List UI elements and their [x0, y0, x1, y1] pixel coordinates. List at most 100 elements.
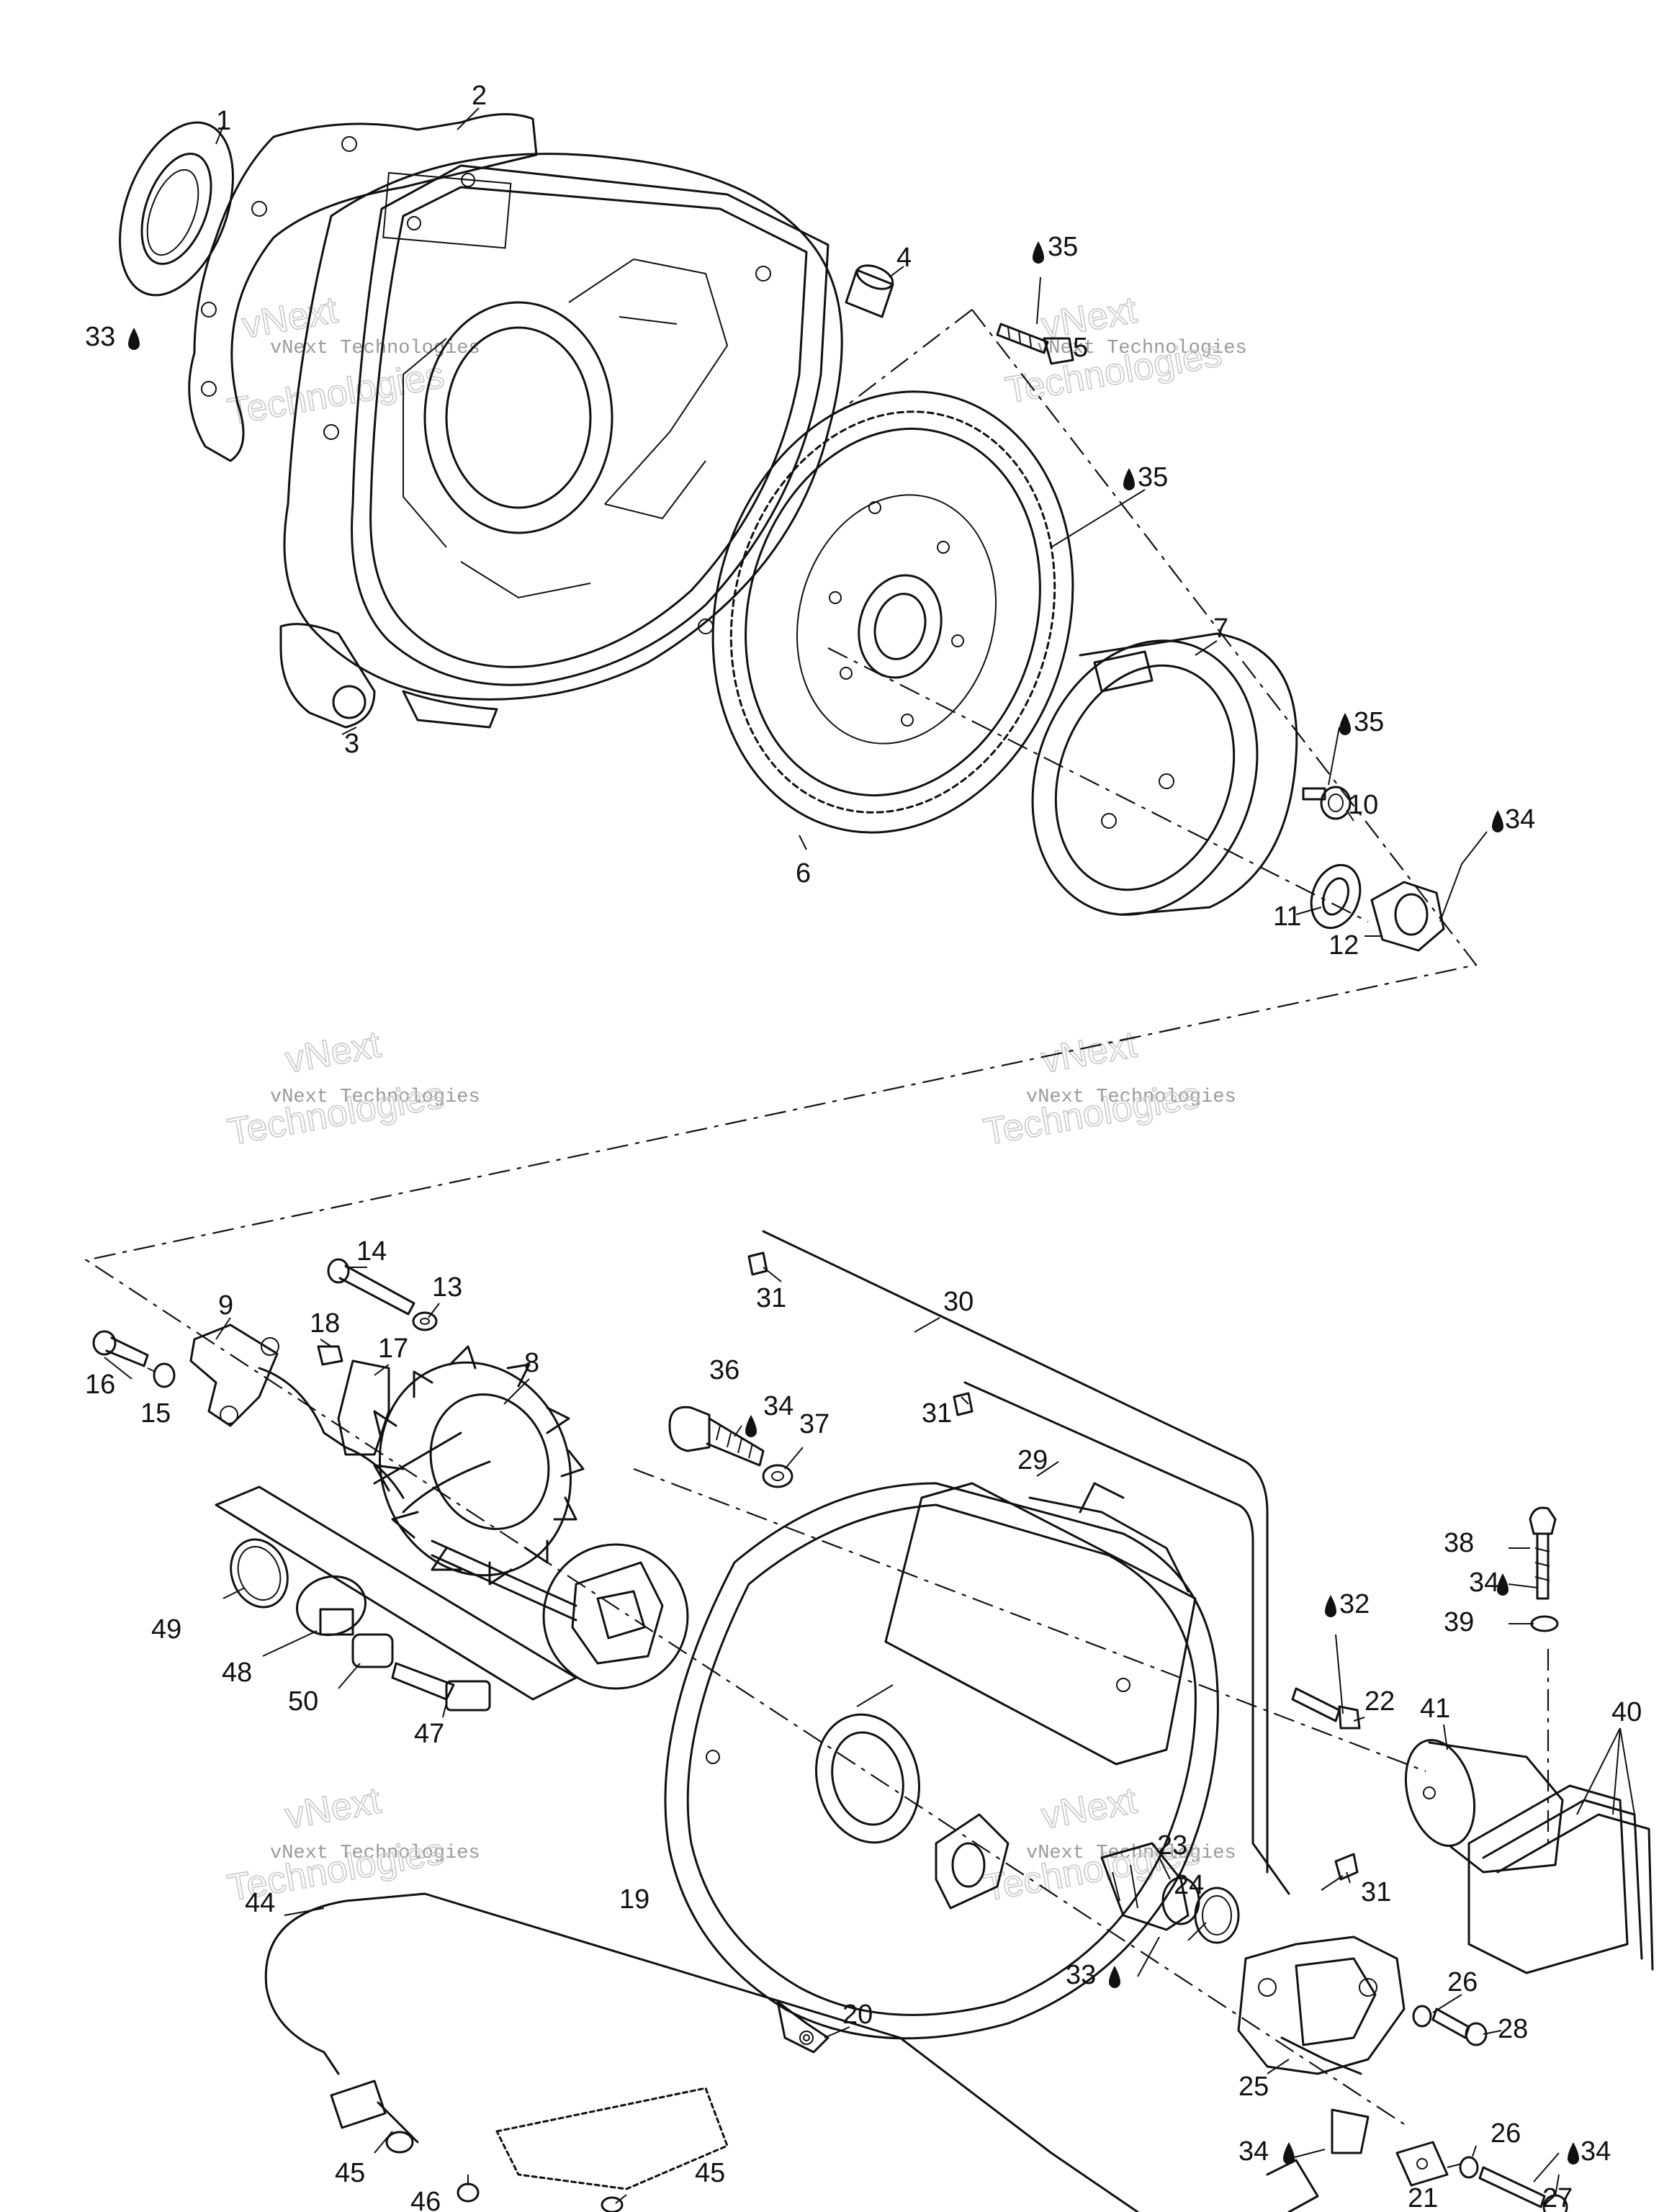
stator-connector-detail: [542, 1543, 689, 1690]
callout-label: 32: [1339, 1589, 1370, 1619]
callout-label: 18: [310, 1308, 340, 1339]
callout-label: 29: [1017, 1445, 1048, 1475]
callout-label: 6: [796, 858, 811, 889]
watermark-text: vNext Technologies: [1026, 1087, 1236, 1108]
drop-icon: [1109, 1966, 1120, 1988]
leader-lines: [104, 107, 1635, 2204]
callout-label: 35: [1048, 232, 1078, 262]
drop-icon: [1568, 2142, 1579, 2164]
callout-label: 2: [472, 81, 487, 111]
centerline-cover: [633, 1467, 1426, 1773]
part-5-bolt: [996, 323, 1074, 365]
assembly-centerlines: [84, 309, 1550, 2125]
part-41-solenoid: [1404, 1739, 1564, 1874]
callout-label: 9: [218, 1290, 233, 1321]
part-49-seal: [230, 1538, 289, 1609]
watermark-text: vNext Technologies: [1026, 1843, 1236, 1864]
callout-label: 33: [1066, 1960, 1096, 1990]
part-48-connector: [295, 1575, 367, 1637]
callout-label: 4: [896, 243, 912, 273]
part-10-bolt: [1302, 786, 1352, 820]
callout-label: 1: [216, 106, 231, 136]
part-24-o-ring: [1194, 1887, 1240, 1944]
callout-label: 5: [1073, 333, 1088, 363]
part-50-gasket: [351, 1633, 394, 1668]
callout-label: 38: [1444, 1528, 1474, 1558]
callout-label: 45: [335, 2158, 365, 2188]
drop-icon: [1492, 810, 1503, 832]
callout-label: 35: [1354, 707, 1384, 737]
part-44-cable: [264, 1892, 1139, 2212]
drop-icon: [745, 1415, 757, 1437]
callout-label: 26: [1447, 1967, 1478, 1997]
callout-label: 39: [1444, 1607, 1474, 1637]
callout-label: 3: [344, 729, 359, 759]
part-38-bolt: [1529, 1506, 1557, 1600]
callout-label: 23: [1157, 1830, 1187, 1861]
callout-label: 41: [1420, 1694, 1450, 1724]
callout-label: 22: [1364, 1686, 1395, 1717]
callout-label: 10: [1348, 790, 1378, 820]
callout-label: 7: [1213, 613, 1228, 644]
part-11-washer: [1310, 863, 1362, 930]
watermark-top-left: vNext vNext Technologies Technologies: [224, 289, 480, 434]
drop-icon: [1497, 1573, 1509, 1596]
centerline-main: [84, 309, 1478, 2125]
callout-label: 24: [1174, 1870, 1204, 1900]
part-46-washer: [457, 2182, 480, 2203]
watermark-mid-left: vNext vNext Technologies Technologies: [224, 1023, 480, 1154]
callout-label: 35: [1138, 462, 1168, 493]
part-28-bolt: [1431, 2008, 1488, 2046]
part-3-flywheel-housing: [279, 153, 843, 729]
callout-label: 45: [695, 2158, 725, 2188]
drop-icon: [1123, 468, 1135, 490]
part-2-gasket: [188, 113, 538, 462]
watermark-vnext: vNext: [282, 1780, 385, 1838]
centerline-flywheel: [827, 647, 1369, 922]
part-26-washer-b: [1459, 2156, 1479, 2179]
callout-label: 16: [85, 1370, 115, 1400]
part-22-bolt: [1291, 1687, 1361, 1730]
part-14-screw: [327, 1258, 415, 1316]
watermark-vnext: vNext: [1038, 1780, 1141, 1838]
callout-label: 33: [85, 322, 115, 352]
part-25-bracket: [1237, 1936, 1406, 2075]
callout-label: 34: [763, 1391, 793, 1421]
part-37-washer: [762, 1464, 793, 1488]
part-45-cable-end-a: [330, 2080, 419, 2154]
lubricant-symbols: [128, 241, 1579, 2164]
drop-icon: [1339, 713, 1351, 735]
part-29-cable: [963, 1381, 1290, 1895]
callout-label: 26: [1491, 2118, 1521, 2149]
drop-icon: [1033, 241, 1044, 264]
callout-label: 48: [222, 1658, 252, 1688]
centerline-upper: [849, 309, 973, 404]
callout-label: 31: [922, 1398, 952, 1429]
callout-label: 28: [1498, 2014, 1528, 2044]
callout-label: 11: [1273, 902, 1301, 932]
part-18-screw: [317, 1345, 343, 1366]
callout-label: 46: [410, 2187, 441, 2212]
callout-label: 47: [414, 1719, 444, 1749]
callout-label: 19: [619, 1884, 649, 1915]
part-9-bracket: [189, 1323, 405, 1499]
part-47-connector: [391, 1662, 491, 1712]
callout-label: 30: [943, 1287, 974, 1317]
callout-label: 49: [151, 1614, 181, 1645]
callout-label: 21: [1408, 2183, 1438, 2212]
part-20-mount: [803, 2034, 810, 2041]
part-12-nut: [1370, 881, 1445, 952]
watermark-vnext: vNext: [282, 1024, 385, 1082]
callout-label: 27: [1542, 2183, 1573, 2212]
part-21-bracket: [1395, 2141, 1449, 2187]
part-16-screw: [92, 1330, 149, 1367]
callout-label: 34: [1469, 1568, 1499, 1598]
part-15-washer: [153, 1362, 176, 1388]
callout-label: 13: [432, 1272, 462, 1303]
part-31-grommet-c: [1334, 1853, 1359, 1881]
watermark-vnext: vNext: [1038, 1024, 1141, 1082]
callout-label: 44: [245, 1888, 275, 1918]
part-40-bracket: [1467, 1784, 1654, 1974]
part-19-magneto-cover: [664, 1482, 1219, 2054]
